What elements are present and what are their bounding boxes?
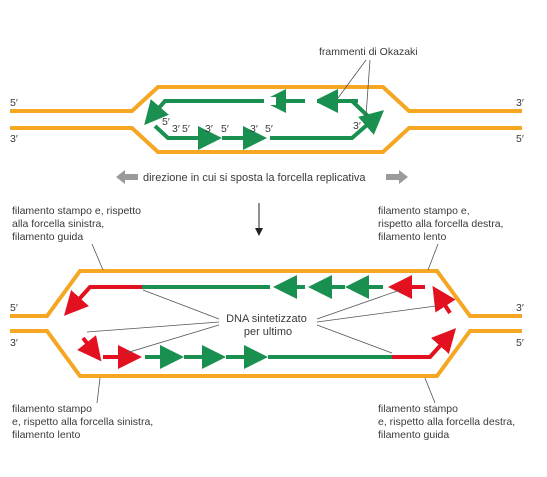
prime-label: 3′ — [516, 97, 524, 109]
bottom-right-upper-primer-diag — [432, 285, 456, 315]
top-strand-gap — [264, 97, 276, 105]
prime-label: 3′ — [172, 123, 180, 135]
label-pointer — [96, 377, 101, 404]
gray-right-arrow-icon — [386, 170, 408, 184]
prime-label: 5′ — [10, 97, 18, 109]
center-note-pointer — [316, 305, 437, 323]
label-pointer — [424, 377, 436, 404]
center-note: DNA sintetizzato per ultimo — [226, 313, 310, 338]
prime-label: 5′ — [162, 116, 170, 128]
center-note-pointer — [125, 324, 220, 354]
top-upper-template-strand — [10, 85, 522, 113]
prime-label: 5′ — [182, 123, 190, 135]
direction-caption: direzione in cui si sposta la forcella r… — [143, 172, 366, 184]
label-top-left: filamento stampo e, rispetto alla forcel… — [12, 205, 144, 243]
center-note-pointer — [86, 321, 220, 333]
okazaki-label: frammenti di Okazaki — [319, 46, 418, 58]
okazaki-pointer — [365, 59, 371, 117]
top-lower-lagging-strand — [270, 110, 385, 140]
top-upper-leading-strand — [144, 99, 374, 126]
label-pointer — [91, 243, 104, 271]
top-strand-gap — [305, 97, 317, 105]
label-bottom-left: filamento stampo e, rispetto alla forcel… — [12, 403, 156, 441]
bottom-upper-template-strand — [10, 269, 522, 318]
prime-label: 3′ — [10, 337, 18, 349]
center-note-pointer — [316, 289, 401, 320]
top-replication-bubble: 5′ 3′ 3′ 5′ 5′ 3′ 5′ 3′ 5′ 3′ 5′ 3′ fram… — [10, 46, 524, 184]
label-pointer — [427, 243, 439, 271]
prime-label: 3′ — [10, 133, 18, 145]
prime-label: 5′ — [265, 123, 273, 135]
label-top-right: filamento stampo e, rispetto alla forcel… — [378, 205, 506, 243]
prime-label: 3′ — [250, 123, 258, 135]
down-arrow-icon — [255, 203, 263, 236]
center-note-background — [218, 309, 318, 341]
top-lower-template-strand — [10, 126, 522, 154]
center-note-pointer — [142, 289, 220, 320]
bottom-lower-template-strand — [10, 329, 522, 378]
prime-label: 3′ — [353, 120, 361, 132]
prime-label: 5′ — [516, 133, 524, 145]
top-lower-leading-strand — [153, 124, 222, 150]
okazaki-pointer — [337, 59, 367, 99]
center-note-pointer — [316, 324, 393, 354]
prime-label: 5′ — [516, 337, 524, 349]
prime-label: 3′ — [516, 302, 524, 314]
prime-label: 3′ — [205, 123, 213, 135]
bottom-upper-left-primer — [63, 285, 142, 316]
bottom-left-lower-primer-diag — [77, 335, 102, 362]
label-bottom-right: filamento stampo e, rispetto alla forcel… — [378, 403, 518, 441]
prime-label: 5′ — [221, 123, 229, 135]
bottom-replication-bubble: 5′ 3′ 3′ 5′ filamento stampo e, rispetto… — [10, 205, 524, 441]
bottom-lower-right-primer — [392, 328, 457, 359]
prime-label: 5′ — [10, 302, 18, 314]
gray-left-arrow-icon — [116, 170, 138, 184]
